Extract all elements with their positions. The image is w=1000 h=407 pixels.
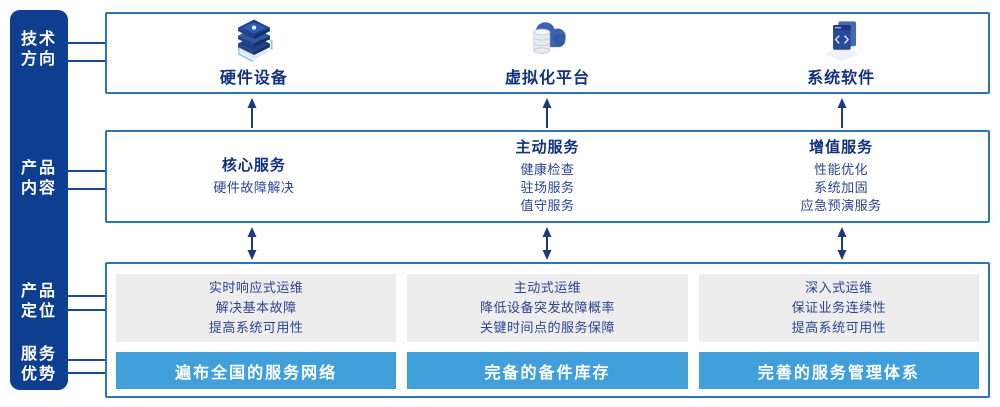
positioning-column-indepth: 深入式运维 保证业务连续性 提高系统可用性 完善的服务管理体系 [698, 274, 979, 389]
sidebar-item-tech-direction: 技术 方向 [20, 31, 57, 68]
tech-label-system-software: 系统软件 [807, 70, 876, 87]
arrow-up-icon [835, 98, 849, 129]
code-window-icon [818, 18, 864, 62]
arrow-up-icon [245, 98, 259, 129]
tech-column-hardware: 硬件设备 [107, 14, 401, 92]
service-item: 硬件故障解决 [213, 180, 295, 195]
positioning-line: 解决基本故障 [215, 300, 297, 315]
arrow-up-icon [540, 98, 554, 129]
positioning-line: 保证业务连续性 [791, 300, 887, 315]
service-item: 系统加固 [814, 180, 869, 195]
positioning-panel: 深入式运维 保证业务连续性 提高系统可用性 [698, 274, 979, 342]
sidebar-item-product-positioning: 产品 定位 [20, 283, 57, 320]
tech-label-hardware: 硬件设备 [219, 70, 288, 87]
connector-line [64, 170, 107, 172]
service-column-proactive: 主动服务 健康检查 驻场服务 值守服务 [401, 132, 695, 221]
service-title: 核心服务 [221, 157, 286, 174]
positioning-line: 主动式运维 [513, 280, 582, 295]
service-item: 值守服务 [520, 198, 575, 213]
service-item: 应急预演服务 [800, 198, 882, 213]
connector-line [64, 309, 107, 311]
tech-column-system-software: 系统软件 [694, 14, 988, 92]
arrow-double-vertical-icon [835, 227, 849, 260]
arrow-double-vertical-icon [245, 227, 259, 260]
service-column-value-added: 增值服务 性能优化 系统加固 应急预演服务 [694, 132, 988, 221]
positioning-panel: 实时响应式运维 解决基本故障 提高系统可用性 [116, 274, 397, 342]
tech-column-virtualization: 虚拟化平台 [401, 14, 695, 92]
advantage-banner: 完备的备件库存 [407, 352, 688, 389]
sidebar-item-product-content: 产品 内容 [20, 160, 57, 197]
positioning-line: 深入式运维 [805, 280, 873, 295]
connector-line [64, 372, 107, 374]
connector-line [64, 42, 107, 44]
positioning-line: 实时响应式运维 [208, 280, 304, 295]
connector-line [64, 359, 107, 361]
sidebar: 技术 方向 产品 内容 产品 定位 服务 优势 [10, 10, 68, 390]
positioning-column-realtime: 实时响应式运维 解决基本故障 提高系统可用性 遍布全国的服务网络 [116, 274, 397, 389]
tech-label-virtualization: 虚拟化平台 [505, 70, 591, 87]
connector-line [64, 60, 107, 62]
service-item: 性能优化 [814, 162, 869, 177]
service-item: 驻场服务 [520, 180, 575, 195]
advantage-banner: 完善的服务管理体系 [698, 352, 979, 389]
positioning-column-proactive: 主动式运维 降低设备突发故障概率 关键时间点的服务保障 完备的备件库存 [407, 274, 688, 389]
product-content-box: 核心服务 硬件故障解决 主动服务 健康检查 驻场服务 值守服务 增值服务 性能优… [105, 130, 990, 223]
connector-line [64, 295, 107, 297]
cloud-database-icon [525, 18, 571, 62]
arrow-double-vertical-icon [540, 227, 554, 260]
sidebar-item-service-advantage: 服务 优势 [20, 346, 57, 383]
positioning-line: 提高系统可用性 [208, 320, 304, 335]
tech-direction-box: 硬件设备 虚拟化平台 [105, 12, 990, 94]
connector-line [64, 188, 107, 190]
service-item: 健康检查 [520, 162, 575, 177]
service-column-core: 核心服务 硬件故障解决 [107, 132, 401, 221]
positioning-line: 降低设备突发故障概率 [479, 300, 615, 315]
advantage-banner: 遍布全国的服务网络 [116, 352, 397, 389]
service-title: 主动服务 [515, 139, 580, 156]
product-positioning-box: 实时响应式运维 解决基本故障 提高系统可用性 遍布全国的服务网络 主动式运维 降… [105, 262, 990, 398]
positioning-line: 关键时间点的服务保障 [479, 320, 615, 335]
service-title: 增值服务 [809, 139, 874, 156]
positioning-line: 提高系统可用性 [791, 320, 887, 335]
positioning-panel: 主动式运维 降低设备突发故障概率 关键时间点的服务保障 [407, 274, 688, 342]
server-stack-icon [231, 18, 277, 62]
